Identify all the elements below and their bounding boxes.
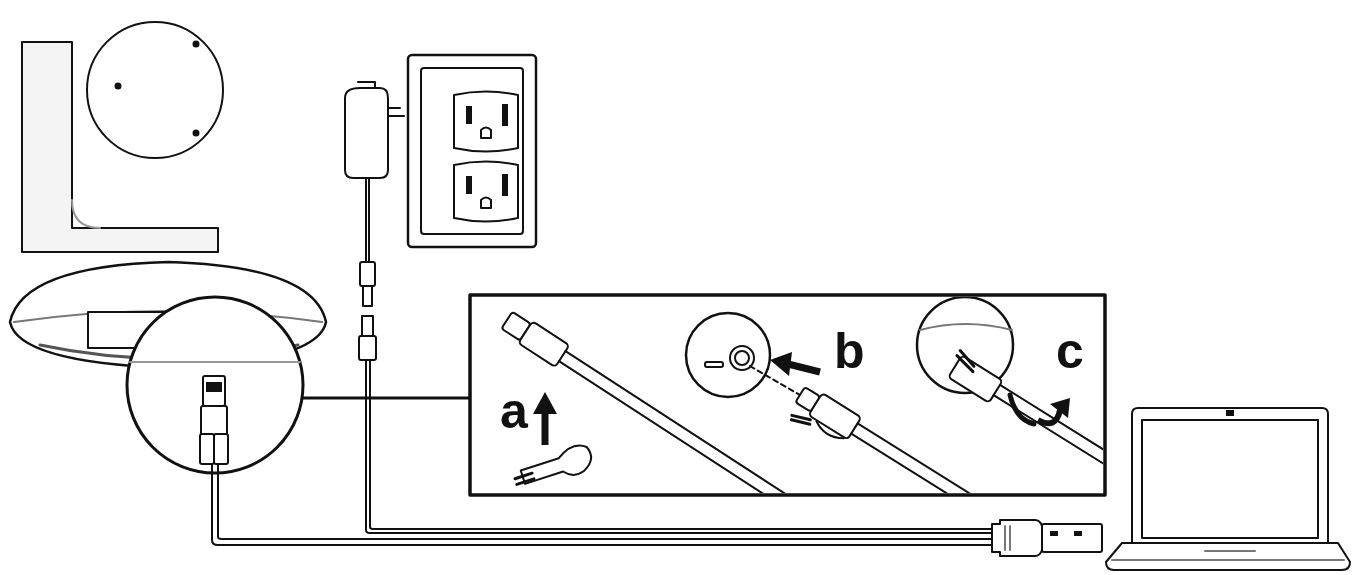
illustration-part [500,297,1103,493]
power-adapter-part [365,178,367,262]
step-b-port-part-part [809,393,862,439]
power-adapter-part [345,88,388,178]
power-adapter-part [358,82,404,116]
wall-outlet-part [408,55,536,247]
wall-outlet-part [421,68,523,234]
wall-outlet-part [481,128,491,139]
camera-head-part [87,22,223,158]
step-b-port-part-part [790,410,812,429]
wall-outlet-part [502,104,508,126]
wall-outlet-part [454,162,518,222]
wall-outlet-part [481,198,491,209]
laptop-part [1142,420,1318,538]
usb-plug-part [992,520,1042,556]
camera-arm-part [72,200,100,228]
step-a-connector [500,309,806,493]
step-a-connector-part [511,442,595,493]
step-b-port-part-part [851,423,1035,493]
callout-letter: a [500,386,528,436]
usb-plug-part [1005,526,1010,550]
camera-head-part [194,131,199,136]
camera-head [87,22,223,158]
power-adapter-part [363,286,372,306]
step-b-port-part [770,352,792,376]
step-c-plugged-part-part [954,351,978,372]
laptop-part [1205,550,1255,552]
step-a-connector-part-part [515,473,534,484]
step-a-connector-part-part [518,321,569,367]
laptop-part [1132,408,1328,543]
callout-letter: b [834,326,865,376]
laptop-part [1226,410,1234,416]
power-adapter-part [368,178,370,262]
detail-box [470,295,1105,495]
wall-outlet [408,55,536,247]
power-adapter-part [359,336,376,360]
magnifier-circle-part [206,382,222,392]
step-a-connector-part [542,412,549,445]
wall-outlet-part [466,106,472,124]
step-c-plugged-part [1010,395,1034,424]
callout-letter: c [1056,326,1084,376]
magnifier-circle-part [200,434,214,464]
usb-plug-part [1050,531,1058,536]
step-c-plugged-part [920,324,1012,330]
magnifier-circle [127,297,470,473]
wall-outlet-part [466,176,472,194]
step-b-port-part [686,313,770,397]
wall-outlet-part [502,174,508,196]
step-b-port-part [750,366,805,398]
step-a-connector-part [533,392,557,414]
step-b-port-part-part [814,421,844,442]
laptop-part [1106,543,1350,570]
usb-plug [992,520,1102,556]
step-c-plugged [917,297,1103,493]
step-a-connector-part-part [519,442,596,490]
step-b-port-part [788,364,820,372]
laptop-part [1112,559,1344,561]
magnifier-circle-part [127,297,303,473]
step-c-plugged-part-part [994,385,1103,493]
magnifier-circle-part [303,397,470,400]
camera-head-part [116,84,121,89]
step-c-plugged-part [1050,398,1070,418]
power-adapter-part [362,316,373,336]
step-a-connector-part [500,309,806,493]
magnifier-circle-part [214,434,228,464]
magnifier-circle-part [130,361,300,363]
camera-head-part [194,42,199,47]
magnifier-circle-part [203,376,225,406]
step-c-plugged-part [1038,410,1060,423]
wall-outlet-part [454,92,518,152]
laptop [1106,408,1350,570]
usb-plug-part [1042,524,1102,552]
step-b-port-part [705,362,723,367]
usb-plug-part [1074,531,1082,536]
power-adapter-part [360,262,375,286]
step-b-port-part [735,351,749,365]
